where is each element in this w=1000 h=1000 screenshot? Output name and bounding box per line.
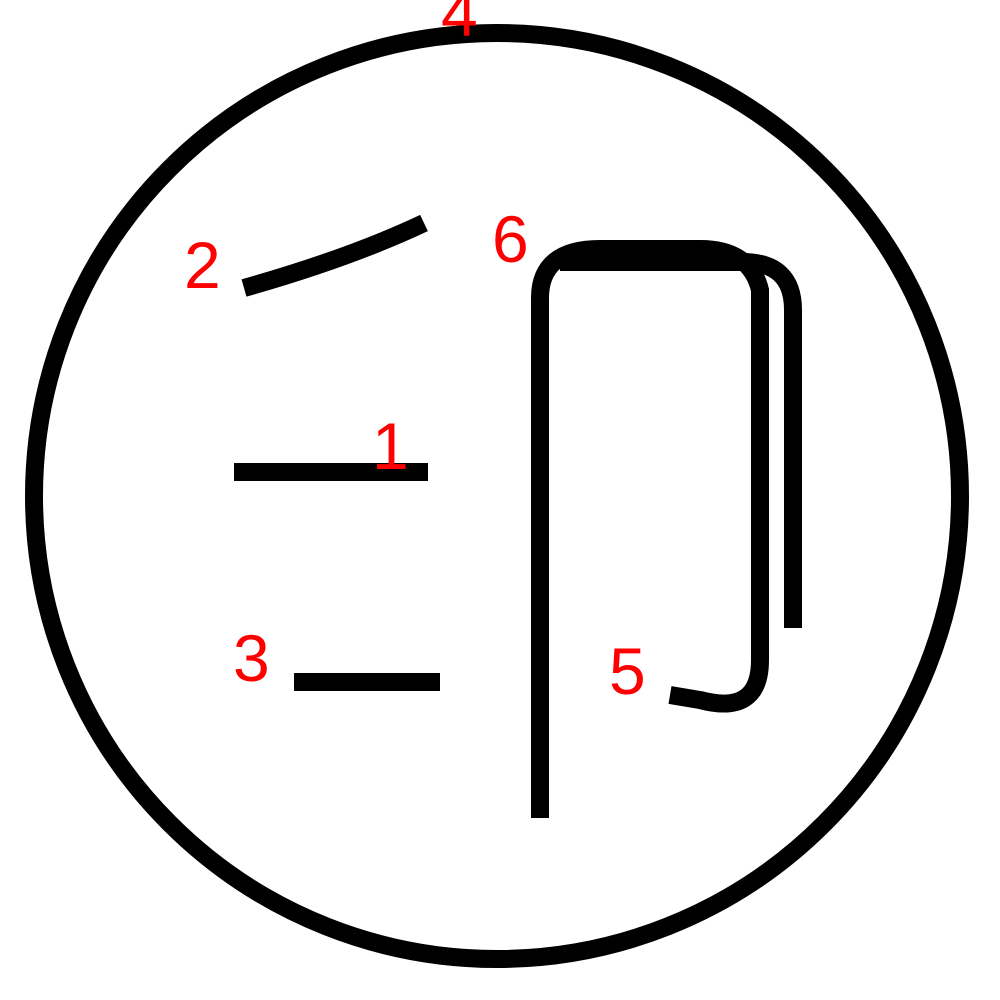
stroke-number-2: 2 bbox=[184, 228, 221, 302]
stroke-number-6: 6 bbox=[492, 202, 529, 276]
stroke-number-5: 5 bbox=[609, 634, 646, 708]
stroke-4-circle bbox=[25, 24, 969, 968]
stroke-6-outer-edge bbox=[560, 253, 802, 628]
stroke-6-arch bbox=[531, 240, 769, 818]
stroke-number-3: 3 bbox=[233, 621, 270, 695]
stroke-number-1: 1 bbox=[372, 409, 409, 483]
stroke-number-4: 4 bbox=[441, 0, 478, 50]
stroke-2-curve bbox=[241, 214, 428, 297]
stroke-5-hook bbox=[668, 290, 769, 713]
